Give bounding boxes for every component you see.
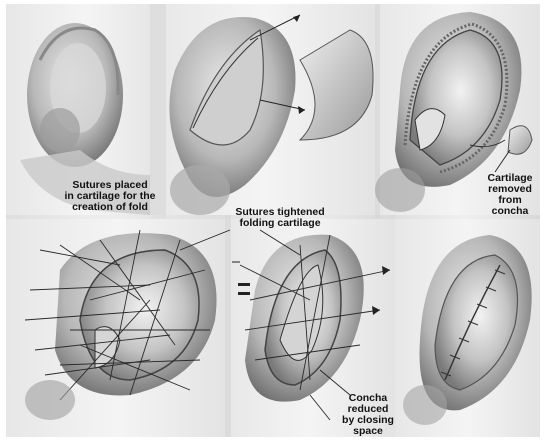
panel-2 xyxy=(150,4,380,219)
label-concha-reduced: Concha reduced by closing space xyxy=(318,393,418,437)
label-sutures-placed: Sutures placed in cartilage for the crea… xyxy=(40,180,180,213)
label-sutures-tightened: Sutures tightened folding cartilage xyxy=(205,207,355,229)
panel-4 xyxy=(6,215,231,437)
label-cartilage-removed: Cartilage removed from concha xyxy=(474,173,545,217)
